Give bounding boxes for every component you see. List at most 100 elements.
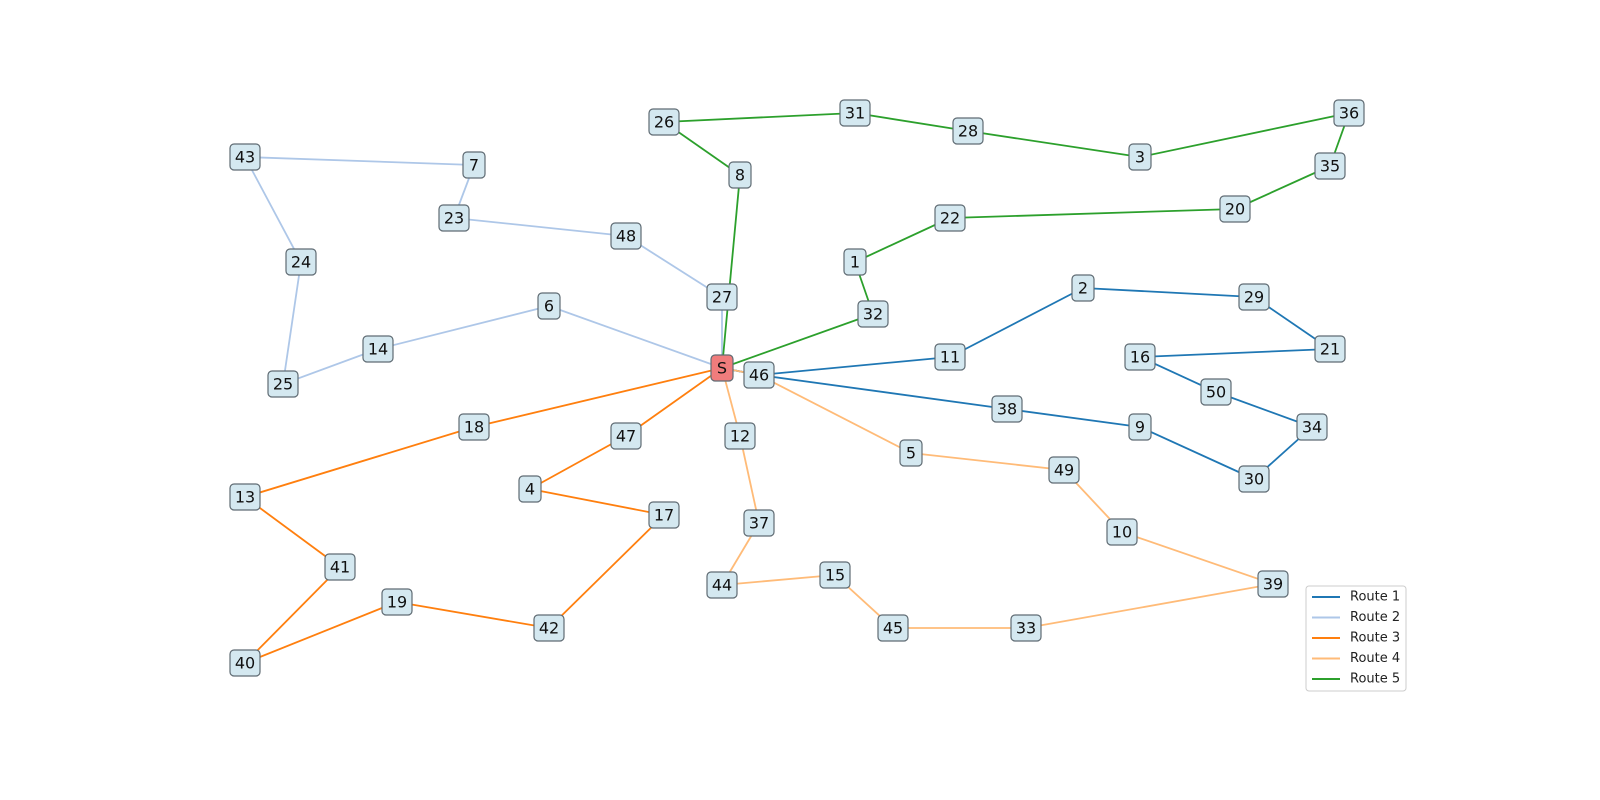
node-label: 39 <box>1263 575 1283 594</box>
route-3-edge <box>244 601 398 664</box>
route-3-edge <box>548 514 665 629</box>
node-box <box>857 300 889 328</box>
customer-node: 37 <box>743 509 775 537</box>
depot-label: S <box>717 359 727 378</box>
node-box <box>462 151 486 179</box>
node-label: 32 <box>863 305 883 324</box>
node-label: 31 <box>845 104 865 123</box>
customer-node: 24 <box>285 248 317 276</box>
node-box <box>843 248 867 276</box>
route-3-edge <box>244 566 341 664</box>
customer-node: 41 <box>324 553 356 581</box>
node-label: 27 <box>712 288 732 307</box>
customer-node: 33 <box>1010 614 1042 642</box>
node-label: 47 <box>616 427 636 446</box>
customer-node: 30 <box>1238 465 1270 493</box>
route-5-edge <box>1139 112 1350 158</box>
node-label: 40 <box>235 654 255 673</box>
node-box <box>1200 378 1232 406</box>
route-4-edge <box>758 374 912 454</box>
route-1-edge <box>758 374 1008 410</box>
node-label: 18 <box>464 418 484 437</box>
node-label: 13 <box>235 488 255 507</box>
node-box <box>952 117 984 145</box>
customer-node: 8 <box>728 161 752 189</box>
node-box <box>706 283 738 311</box>
node-box <box>899 439 923 467</box>
node-label: 49 <box>1054 461 1074 480</box>
node-label: 26 <box>654 113 674 132</box>
node-label: 48 <box>616 227 636 246</box>
customer-node: 21 <box>1314 335 1346 363</box>
node-label: 15 <box>825 566 845 585</box>
node-label: 46 <box>749 366 769 385</box>
node-box <box>458 413 490 441</box>
customer-node: 31 <box>839 99 871 127</box>
node-box <box>706 571 738 599</box>
node-label: 4 <box>525 480 535 499</box>
route-4-edge <box>1025 583 1274 629</box>
node-label: 35 <box>1320 157 1340 176</box>
route-nodes: 1234567891011121314151617181920212223242… <box>229 99 1365 677</box>
node-label: 29 <box>1244 288 1264 307</box>
node-box <box>267 370 299 398</box>
customer-node: 13 <box>229 483 261 511</box>
route-5-edge <box>1234 165 1331 210</box>
customer-node: 11 <box>934 343 966 371</box>
customer-node: 48 <box>610 222 642 250</box>
customer-node: 42 <box>533 614 565 642</box>
node-box <box>1296 413 1328 441</box>
node-label: 5 <box>906 444 916 463</box>
customer-node: 32 <box>857 300 889 328</box>
node-box <box>518 475 542 503</box>
node-label: 1 <box>850 253 860 272</box>
node-box <box>743 509 775 537</box>
node-label: 34 <box>1302 418 1322 437</box>
customer-node: 35 <box>1314 152 1346 180</box>
node-box <box>1238 465 1270 493</box>
node-box <box>728 161 752 189</box>
customer-node: 38 <box>991 395 1023 423</box>
node-box <box>1071 274 1095 302</box>
node-box <box>229 483 261 511</box>
customer-node: 1 <box>843 248 867 276</box>
customer-node: 18 <box>458 413 490 441</box>
node-label: 37 <box>749 514 769 533</box>
route-3-edge <box>244 426 475 498</box>
route-2-edge <box>377 305 550 350</box>
node-label: 21 <box>1320 340 1340 359</box>
node-label: 20 <box>1225 200 1245 219</box>
customer-node: 6 <box>537 292 561 320</box>
node-box <box>648 108 680 136</box>
node-box <box>1314 335 1346 363</box>
customer-node: 2 <box>1071 274 1095 302</box>
legend-label: Route 2 <box>1350 610 1400 625</box>
node-label: 2 <box>1078 279 1088 298</box>
customer-node: 19 <box>381 588 413 616</box>
customer-node: 12 <box>724 422 756 450</box>
node-box <box>537 292 561 320</box>
customer-node: 14 <box>362 335 394 363</box>
customer-node: 39 <box>1257 570 1289 598</box>
route-1-edge <box>758 356 951 376</box>
customer-node: 40 <box>229 649 261 677</box>
node-box <box>1257 570 1289 598</box>
customer-node: 29 <box>1238 283 1270 311</box>
route-1-edge <box>1006 408 1141 428</box>
node-label: 38 <box>997 400 1017 419</box>
route-5-edge <box>854 217 951 263</box>
legend-label: Route 1 <box>1350 590 1400 605</box>
customer-node: 17 <box>648 501 680 529</box>
node-label: 12 <box>730 427 750 446</box>
legend-frame <box>1305 585 1407 692</box>
node-label: 3 <box>1135 148 1145 167</box>
node-box <box>229 143 261 171</box>
node-box <box>1128 413 1152 441</box>
node-label: 19 <box>387 593 407 612</box>
customer-node: 34 <box>1296 413 1328 441</box>
customer-node: 22 <box>934 204 966 232</box>
legend-label: Route 5 <box>1350 672 1400 687</box>
customer-node: 50 <box>1200 378 1232 406</box>
customer-node: 20 <box>1219 195 1251 223</box>
